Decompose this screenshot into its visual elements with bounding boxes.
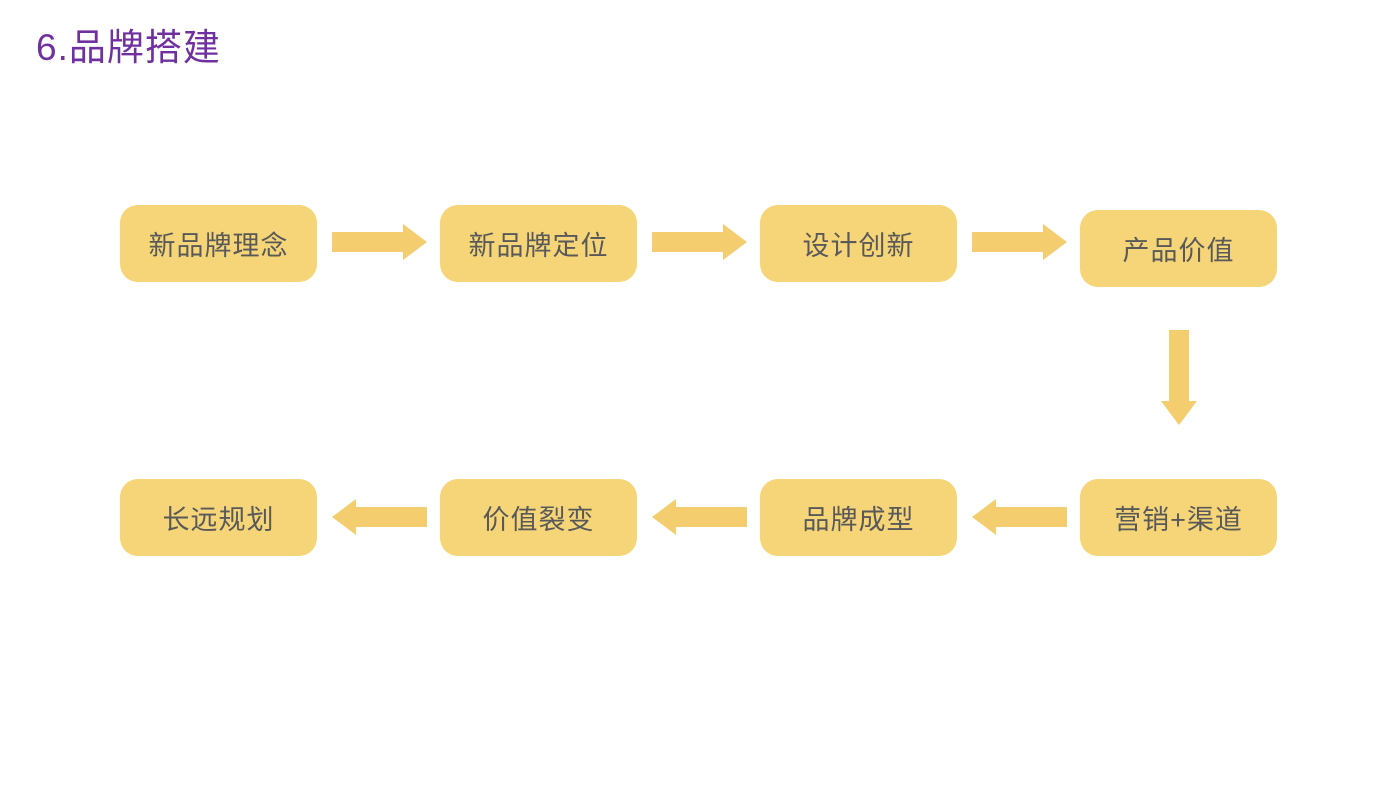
flow-node-label: 长远规划: [162, 505, 275, 535]
arrow-head: [403, 224, 427, 260]
flow-node-design-innovation: 设计创新: [760, 205, 957, 282]
flow-node-label: 营销+渠道: [1114, 505, 1243, 535]
flow-node-marketing-channel: 营销+渠道: [1080, 479, 1277, 556]
flow-node-brand-formation: 品牌成型: [760, 479, 957, 556]
arrow-left-icon: [972, 499, 1067, 535]
flow-node-new-brand-concept: 新品牌理念: [120, 205, 317, 282]
arrow-left-icon: [332, 499, 427, 535]
arrow-shaft: [356, 507, 427, 527]
flow-node-label: 品牌成型: [802, 505, 915, 535]
flow-node-label: 价值裂变: [482, 505, 595, 535]
arrow-head: [1161, 401, 1197, 425]
arrow-down-icon: [1161, 330, 1197, 425]
flow-node-new-brand-positioning: 新品牌定位: [440, 205, 637, 282]
arrow-right-icon: [972, 224, 1067, 260]
arrow-shaft: [676, 507, 747, 527]
arrow-shaft: [996, 507, 1067, 527]
flow-node-label: 新品牌理念: [148, 231, 289, 261]
arrow-right-icon: [332, 224, 427, 260]
flow-node-label: 新品牌定位: [468, 231, 609, 261]
arrow-shaft: [1169, 330, 1189, 401]
arrow-shaft: [972, 232, 1043, 252]
flow-node-label: 设计创新: [802, 231, 915, 261]
flow-node-label: 产品价值: [1122, 236, 1235, 266]
arrow-head: [723, 224, 747, 260]
arrow-right-icon: [652, 224, 747, 260]
arrow-head: [332, 499, 356, 535]
flow-node-long-term-planning: 长远规划: [120, 479, 317, 556]
flow-node-product-value: 产品价值: [1080, 210, 1277, 287]
arrow-head: [652, 499, 676, 535]
arrow-shaft: [652, 232, 723, 252]
arrow-head: [1043, 224, 1067, 260]
page-title: 6.品牌搭建: [36, 27, 221, 68]
arrow-shaft: [332, 232, 403, 252]
flow-node-value-fission: 价值裂变: [440, 479, 637, 556]
arrow-head: [972, 499, 996, 535]
arrow-left-icon: [652, 499, 747, 535]
